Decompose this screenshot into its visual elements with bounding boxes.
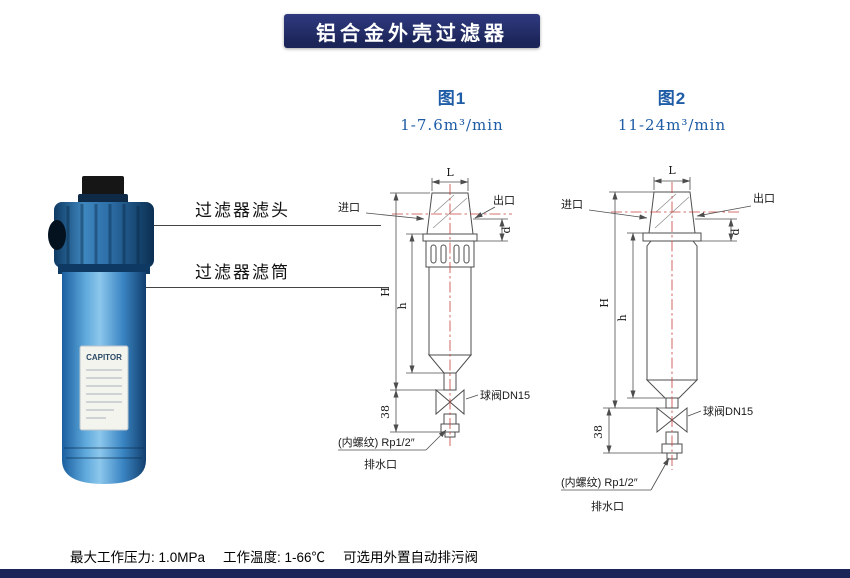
fig1-label-H: H [379,287,392,297]
bottom-accent-bar [0,569,850,578]
fig2-drain-leader [561,457,670,491]
fig2-dim-H [603,191,666,409]
fig2-outlet-leader [696,205,752,218]
fig1-valve-leader [465,394,479,400]
fig1-drain-leader [338,429,447,451]
figure1-heading: 图1 1-7.6m³/min [370,84,534,134]
fig1-dim-38 [390,389,441,433]
figure2-heading: 图2 11-24m³/min [590,84,754,134]
fig2-label-outlet: 出口 [753,191,775,205]
figure1-drawing: L 进口 出口 d H h 38 球阀DN15 (内螺纹) Rp1 [338,166,530,471]
page-title: 铝合金外壳过滤器 [316,22,508,45]
fig2-dim-38 [603,407,662,454]
spec-drain-note: 可选用外置自动排污阀 [343,550,479,565]
fig1-label-thread: (内螺纹) Rp1/2″ [338,435,415,449]
spec-temperature: 工作温度: 1-66℃ [223,550,326,565]
fig1-ball-valve [435,388,451,416]
fig2-label-drain: 排水口 [591,499,624,513]
fig1-dim-d [473,218,508,242]
inlet-port [48,220,66,250]
fig2-label-d: d [729,228,742,235]
product-label: CAPITOR [79,345,129,431]
fig1-centerlines [392,184,512,446]
fig2-label-inlet: 进口 [561,198,583,211]
fig2-dim-h [627,232,665,399]
fig1-dim-H [390,192,444,391]
page-title-banner: 铝合金外壳过滤器 [284,14,540,48]
fig1-dim-h [406,233,444,374]
spec-footer: 最大工作压力: 1.0MPa 工作温度: 1-66℃ 可选用外置自动排污阀 [70,546,478,566]
callout-filter-bowl-label: 过滤器滤筒 [195,263,290,282]
figure2-drawing: L 进口 出口 d H h 38 球阀DN15 (内螺纹) Rp1 [561,164,775,513]
fig2-label-L: L [668,164,676,177]
fig2-valve-leader [687,410,702,417]
filter-head [48,202,154,274]
fig2-dim-d [695,218,737,242]
figure2-title: 图2 [657,89,687,108]
fig1-outlet-leader [474,206,496,219]
fig2-label-h: h [616,314,629,321]
filter-cap [78,176,128,204]
fig2-label-38: 38 [592,425,605,439]
fig1-label-h: h [396,302,409,309]
fig1-label-outlet: 出口 [493,193,515,207]
fig1-label-d: d [500,226,513,233]
fig2-ball-valve [656,406,673,434]
product-photo: CAPITOR [48,176,154,484]
figure1-flow-rate: 1-7.6m³/min [400,116,504,134]
figure2-flow-rate: 11-24m³/min [617,116,727,134]
fig1-label-valve: 球阀DN15 [480,388,530,402]
callout-filter-head: 过滤器滤头 [154,196,381,226]
fig2-label-thread: (内螺纹) Rp1/2″ [561,475,638,489]
fig2-label-valve: 球阀DN15 [703,404,753,418]
fig2-inlet-leader [588,209,648,220]
fig1-label-inlet: 进口 [338,201,360,214]
figure1-title: 图1 [437,89,467,108]
callout-filter-bowl: 过滤器滤筒 [146,258,389,288]
spec-max-pressure: 最大工作压力: 1.0MPa [70,550,206,565]
fig1-dim-L [431,178,469,191]
brand-text: CAPITOR [86,353,122,362]
fig2-label-H: H [598,298,611,308]
fig1-filter-outline [422,192,478,438]
fig1-label-drain: 排水口 [364,457,397,471]
fig2-dim-L [653,177,691,190]
callout-filter-head-label: 过滤器滤头 [195,201,290,220]
fig1-label-L: L [446,166,454,179]
clamp-band [58,264,150,274]
fig1-label-38: 38 [379,405,392,419]
